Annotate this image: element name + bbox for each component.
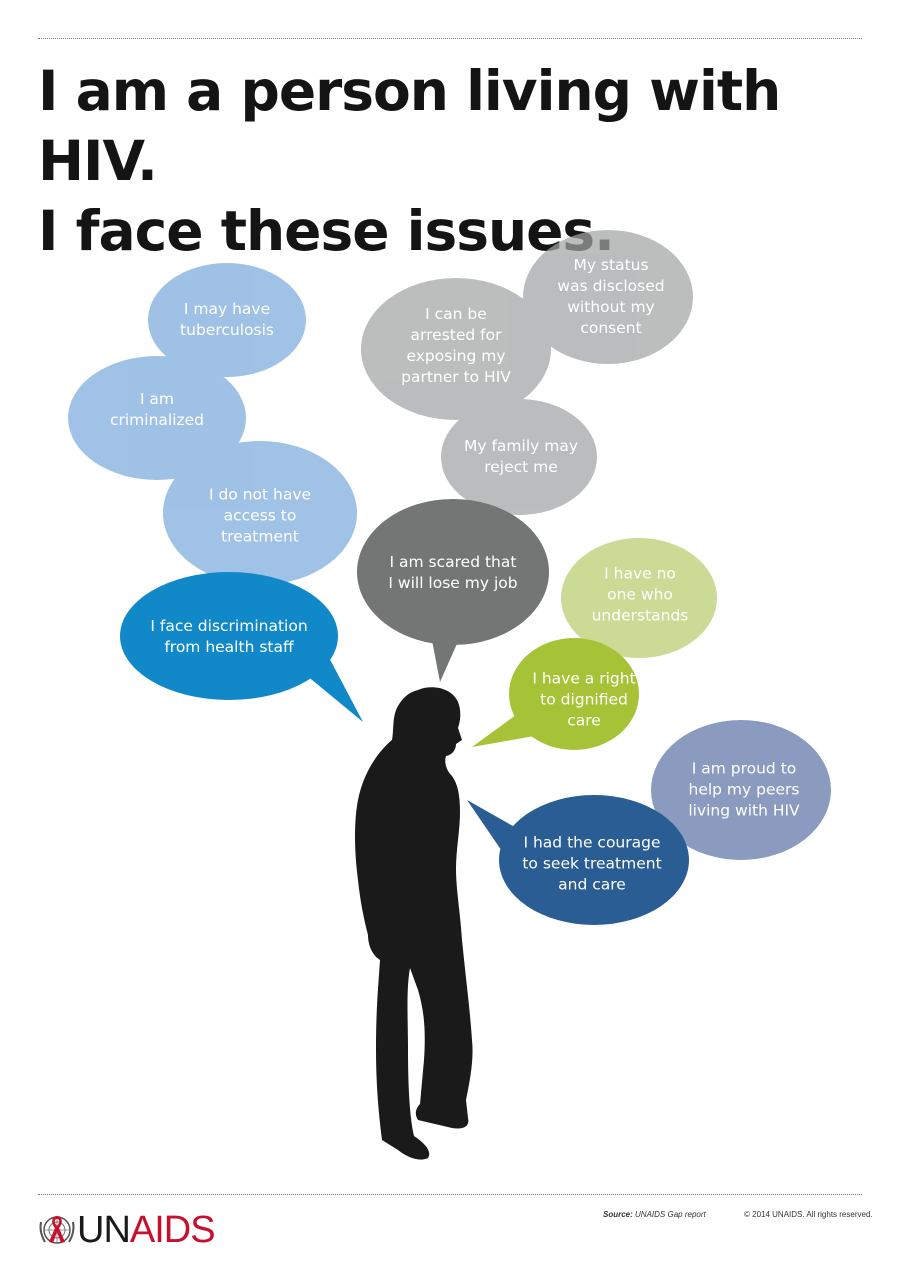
bubble-text-no-treatment-access: I do not have access to treatment (208, 485, 312, 546)
title-line-2: I face these issues. (38, 199, 615, 263)
bubble-text-family-reject: My family may reject me (463, 437, 579, 476)
bubble-shape-no-one-understands (561, 538, 717, 658)
bubble-text-tuberculosis: I may have tuberculosis (180, 300, 274, 339)
grey-bubbles (361, 230, 693, 515)
bubble-shape-courage (467, 795, 689, 925)
bubble-text-arrested: I can be arrested for exposing my partne… (401, 305, 511, 386)
copyright-notice: © 2014 UNAIDS. All rights reserved. (744, 1210, 873, 1219)
un-emblem-icon (39, 1216, 75, 1244)
top-dotted-rule (38, 38, 862, 39)
bubble-shape-no-treatment-access (163, 441, 357, 585)
bottom-dotted-rule (38, 1194, 862, 1195)
light-blue-bubbles (68, 263, 357, 585)
bubble-text-criminalized: I am criminalized (109, 390, 205, 429)
bubble-text-courage: I had the courage to seek treatment and … (522, 833, 662, 894)
bubble-text-no-one-understands: I have no one who understands (591, 564, 689, 625)
bubble-shape-criminalized (68, 356, 246, 480)
bubble-shape-lose-job (357, 499, 549, 682)
bubble-shape-tuberculosis (148, 263, 306, 377)
bubble-text-discrimination: I face discrimination from health staff (150, 617, 308, 656)
source-label: Source: (603, 1210, 633, 1219)
bubble-shape-dignified-care (472, 638, 639, 750)
bubble-text-dignified-care: I have a right to dignified care (532, 669, 636, 730)
woman-silhouette (355, 687, 473, 1160)
bubble-text-status-disclosed: My status was disclosed without my conse… (557, 256, 665, 337)
bubble-shape-arrested (361, 278, 551, 420)
source-credit: Source: UNAIDS Gap report (603, 1210, 706, 1219)
bubble-shape-discrimination (120, 572, 363, 722)
bubble-text-lose-job: I am scared that I will lose my job (388, 553, 518, 592)
logo-text-un: UN (77, 1209, 131, 1251)
page-title: I am a person living with HIV. I face th… (38, 56, 900, 266)
bubble-shape-family-reject (441, 399, 597, 515)
source-text: UNAIDS Gap report (635, 1210, 706, 1219)
bubble-text-proud-help-peers: I am proud to help my peers living with … (688, 759, 800, 820)
logo-text-aids: AIDS (129, 1209, 216, 1251)
bubble-shape-proud-help-peers (651, 720, 831, 860)
bubble-shape-status-disclosed (523, 230, 693, 364)
title-line-1: I am a person living with HIV. (38, 59, 781, 193)
